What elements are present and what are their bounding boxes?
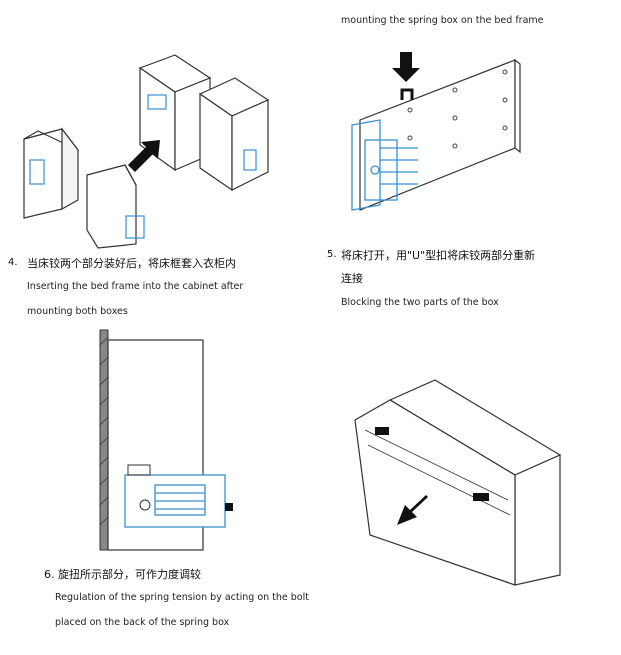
cropped-caption-header: mounting the spring box on the bed frame <box>341 15 544 26</box>
step5-illustration <box>351 52 521 211</box>
step6-desc-en-line1: Regulation of the spring tension by acti… <box>55 592 309 603</box>
step6-desc-en-line2: placed on the back of the spring box <box>55 617 230 628</box>
step5-title-zh-line1: 将床打开，用"U"型扣将床铰两部分重新 <box>341 249 536 262</box>
step6-number-title: 6. 旋扭所示部分，可作力度调较 <box>44 566 201 582</box>
step4-desc-en-line1: Inserting the bed frame into the cabinet… <box>27 281 244 292</box>
step5-title-zh-line2: 连接 <box>341 272 363 285</box>
step5-desc-en: Blocking the two parts of the box <box>341 297 499 308</box>
step6-number: 6. <box>44 568 55 581</box>
folded-bed-illustration <box>354 379 562 586</box>
step4-desc-en-line2: mounting both boxes <box>27 306 128 317</box>
step5-number: 5. <box>327 249 337 260</box>
step4-title-zh: 当床铰两个部分装好后，将床框套入衣柜内 <box>27 257 236 270</box>
step4-number: 4. <box>8 257 18 268</box>
step4-illustration <box>23 54 270 249</box>
step6-title-zh: 旋扭所示部分，可作力度调较 <box>58 568 201 581</box>
step6-illustration <box>99 329 233 551</box>
